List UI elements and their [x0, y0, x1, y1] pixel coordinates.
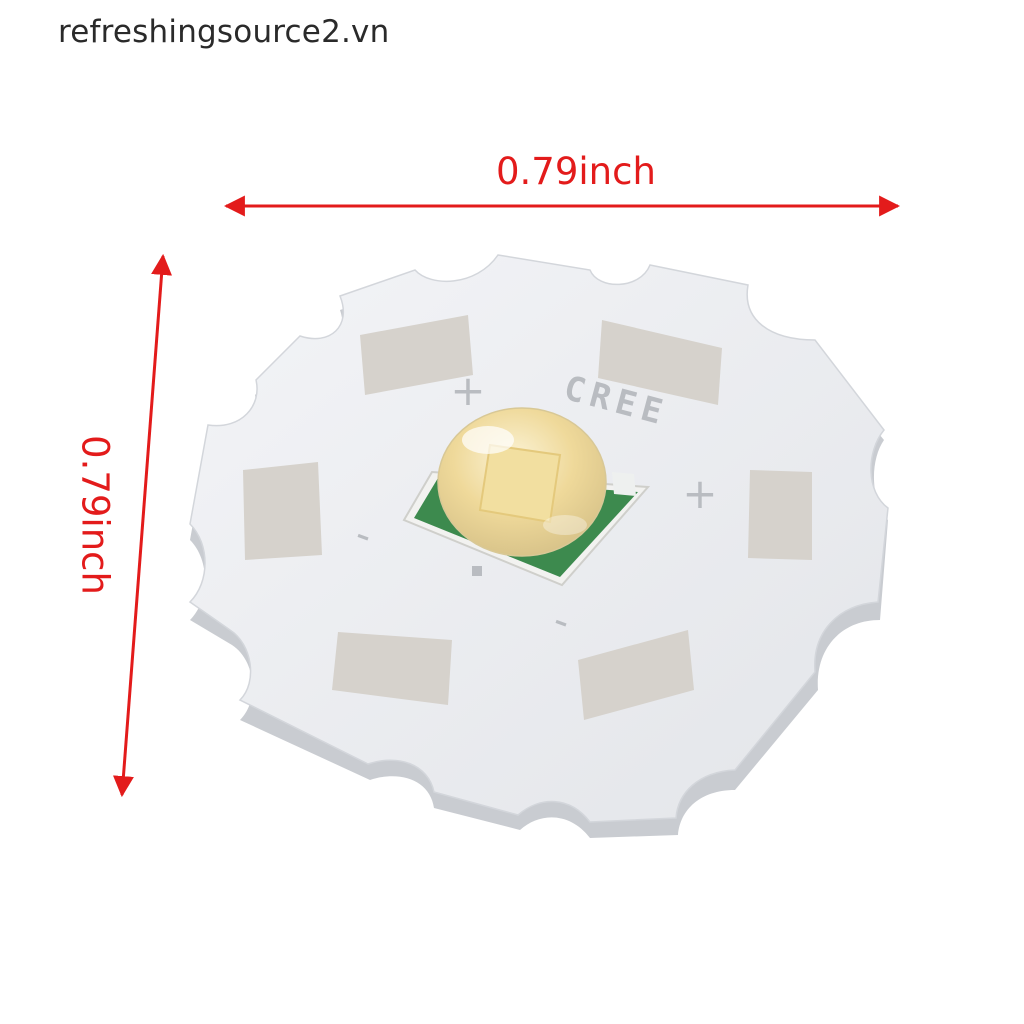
led-substrate-corner-mark	[612, 472, 636, 496]
silkscreen-dot	[472, 566, 482, 576]
pad-top-left	[360, 315, 473, 395]
pad-top-right	[598, 320, 722, 405]
pad-bottom-left	[332, 632, 452, 705]
silkscreen-plus-left: +	[450, 366, 485, 415]
height-dimension-arrow	[112, 253, 173, 798]
watermark-text: refreshingsource2.vn	[58, 14, 390, 50]
led-phosphor-die	[478, 443, 562, 524]
led-dome-reflection	[543, 515, 587, 535]
pad-left	[243, 462, 322, 560]
width-dimension-label: 0.79inch	[496, 150, 656, 193]
led-dome-highlight	[462, 426, 514, 454]
pad-bottom-right	[578, 630, 694, 720]
silkscreen-plus-right: +	[682, 469, 717, 518]
pad-right	[748, 470, 812, 560]
